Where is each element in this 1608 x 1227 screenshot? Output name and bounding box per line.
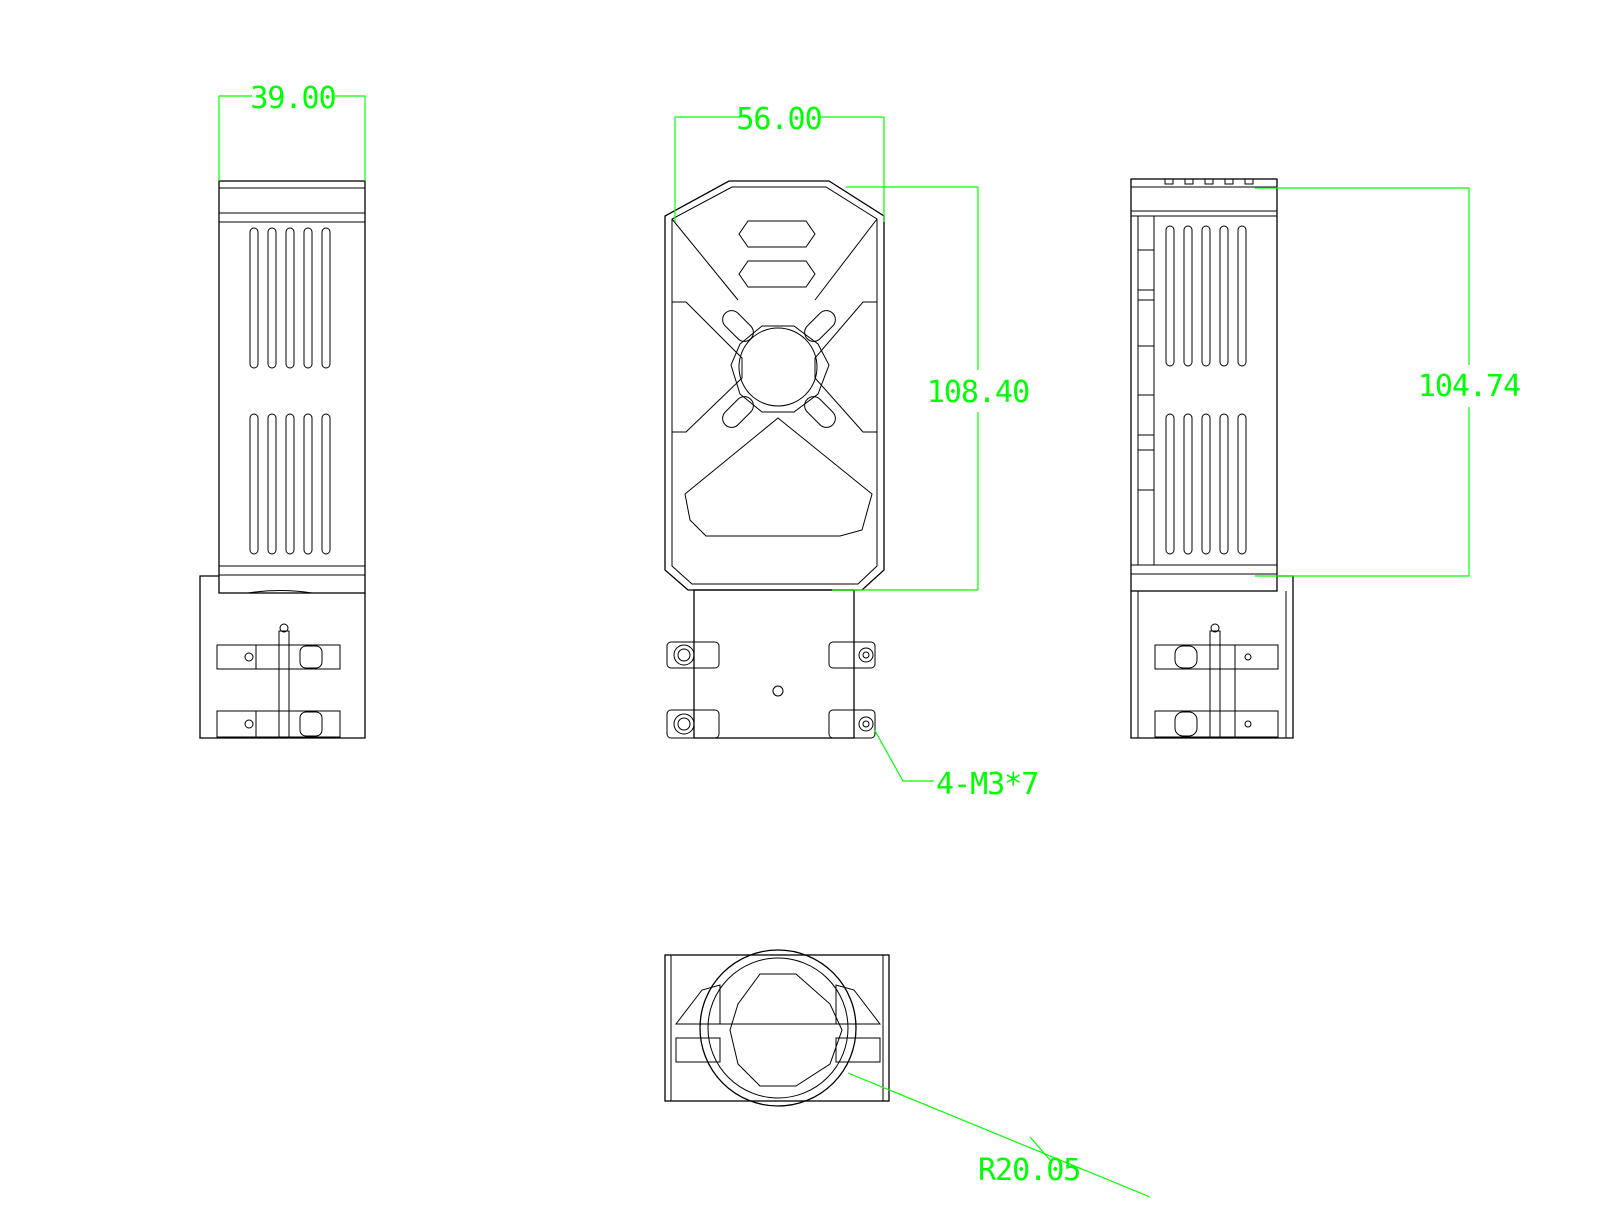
dim-104-label: 104.74 (1418, 369, 1520, 404)
dim-104-lines (1255, 187, 1470, 577)
front-panel-cutouts (671, 218, 878, 537)
dim-108-label: 108.40 (927, 375, 1029, 410)
dim-39-label: 39.00 (250, 81, 335, 116)
dim-screw-leader (873, 728, 934, 782)
dim-radius-label: R20.05 (978, 1153, 1080, 1188)
right-top-notches (1164, 178, 1254, 185)
dim-56-lines (674, 116, 885, 222)
right-lower-vent-slots (1165, 413, 1247, 555)
right-upper-vent-slots (1165, 225, 1247, 367)
right-clamp-mount (1130, 575, 1294, 739)
left-clamp-mount (199, 575, 366, 739)
front-view (664, 180, 885, 739)
dim-radius-leader (847, 1072, 1151, 1198)
front-clamp-mount (666, 589, 876, 739)
right-side-connectors (1137, 249, 1155, 491)
left-lower-vent-slots (249, 413, 331, 555)
left-side-view (199, 180, 366, 739)
dim-screw-label: 4-M3*7 (936, 767, 1038, 802)
bottom-view (664, 949, 890, 1107)
indicator-windows (738, 220, 816, 288)
left-upper-vent-slots (249, 227, 331, 369)
dim-108-lines (832, 186, 979, 591)
dim-56-label: 56.00 (736, 102, 821, 137)
dim-39-lines (218, 95, 366, 181)
right-side-view (1130, 178, 1294, 739)
center-fan-opening (730, 325, 830, 413)
